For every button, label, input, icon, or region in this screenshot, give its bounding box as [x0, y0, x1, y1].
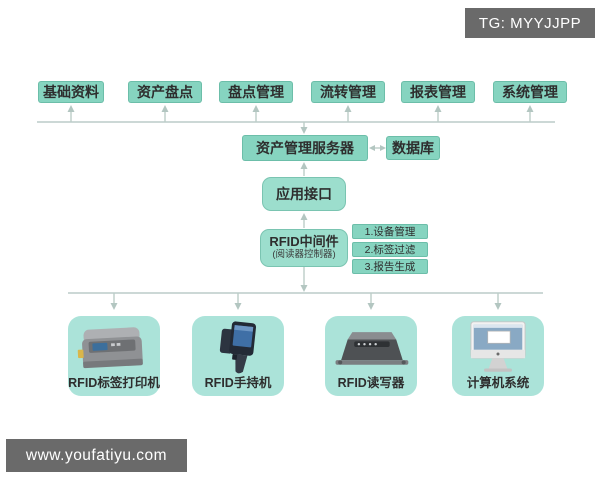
- rfid-middleware-box: RFID中间件 (阅读器控制器): [260, 229, 348, 267]
- rfid-fixed-reader-icon: [335, 332, 409, 365]
- module-box-basic-data: 基础资料: [38, 81, 104, 103]
- device-card-computer: 计算机系统: [452, 316, 544, 396]
- middleware-subtitle: (阅读器控制器): [272, 249, 336, 260]
- asset-server-box: 资产管理服务器: [242, 135, 368, 161]
- middleware-function-report-gen: 3.报告生成: [352, 259, 428, 274]
- device-label: RFID标签打印机: [68, 376, 160, 390]
- site-watermark-badge: www.youfatiyu.com: [6, 439, 187, 472]
- device-label: 计算机系统: [466, 376, 530, 390]
- device-card-label-printer: RFID标签打印机: [68, 316, 160, 396]
- api-interface-box: 应用接口: [262, 177, 346, 211]
- middleware-function-tag-filter: 2.标签过滤: [352, 242, 428, 257]
- device-label: RFID手持机: [204, 376, 272, 390]
- device-card-fixed-reader: RFID读写器: [325, 316, 417, 396]
- desktop-computer-icon: [470, 321, 526, 372]
- rfid-handheld-reader-icon: [219, 321, 257, 374]
- rfid-label-printer-icon: [77, 327, 143, 369]
- module-box-circulation-mgmt: 流转管理: [311, 81, 385, 103]
- module-box-asset-inventory: 资产盘点: [128, 81, 202, 103]
- device-label: RFID读写器: [337, 376, 405, 390]
- middleware-function-device-mgmt: 1.设备管理: [352, 224, 428, 239]
- module-box-report-mgmt: 报表管理: [401, 81, 475, 103]
- module-box-inventory-mgmt: 盘点管理: [219, 81, 293, 103]
- middleware-title: RFID中间件: [269, 234, 339, 250]
- database-box: 数据库: [386, 136, 440, 160]
- device-card-handheld: RFID手持机: [192, 316, 284, 396]
- tg-watermark-badge: TG: MYYJJPP: [465, 8, 595, 38]
- module-box-system-mgmt: 系统管理: [493, 81, 567, 103]
